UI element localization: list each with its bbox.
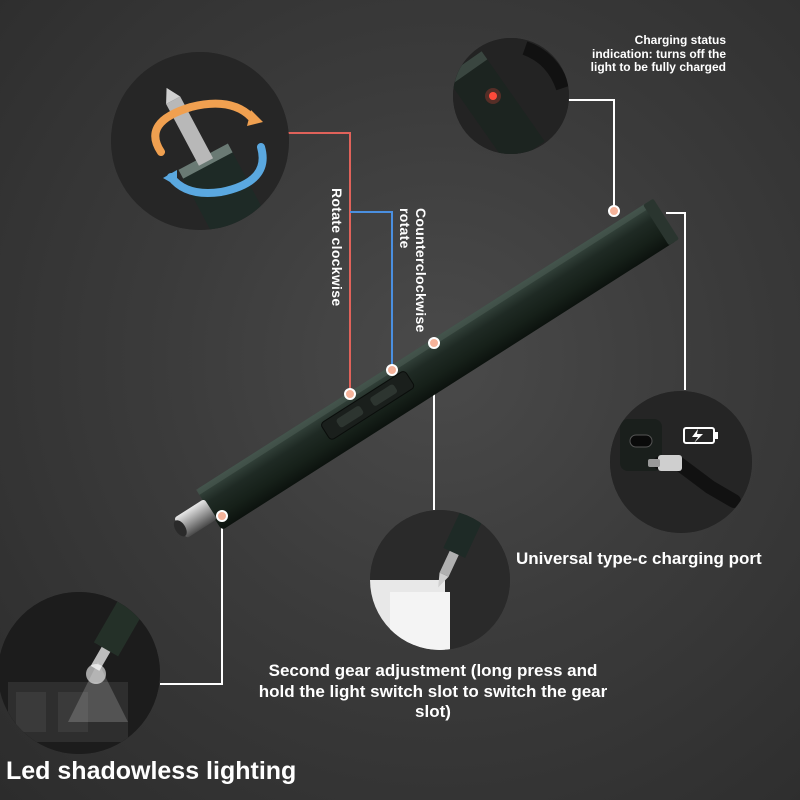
second-gear-circle: [370, 510, 510, 650]
battery-charging-icon: [683, 427, 718, 444]
typec-port-label: Universal type-c charging port: [516, 549, 762, 568]
led-lighting-circle: [0, 592, 160, 754]
counterclockwise-label: Counterclockwise rotate: [397, 208, 429, 333]
charging-status-label: Charging status indication: turns off th…: [590, 33, 726, 74]
clockwise-callout-line: [286, 132, 351, 388]
red-led-icon: [453, 38, 569, 154]
screwdriver-rotation-icon: [111, 52, 289, 230]
precision-tip-icon: [370, 510, 510, 650]
typec-callout-line: [666, 212, 686, 390]
charging-status-callout-line: [566, 99, 615, 210]
second-gear-label: Second gear adjustment (long press and h…: [258, 661, 608, 721]
led-beam-icon: [0, 592, 160, 754]
rotate-clockwise-label: Rotate clockwise: [329, 188, 345, 307]
charging-led-marker: [608, 205, 620, 217]
counterclockwise-button-marker: [386, 364, 398, 376]
clockwise-button-marker: [344, 388, 356, 400]
rotation-detail-circle: [111, 52, 289, 230]
usb-c-cable-icon: [610, 391, 752, 533]
gear-button-marker: [428, 337, 440, 349]
led-lighting-label: Led shadowless lighting: [6, 757, 297, 785]
led-tip-marker: [216, 510, 228, 522]
counterclockwise-callout-line: [350, 211, 393, 370]
led-callout-line: [160, 516, 223, 685]
charging-led-circle: [453, 38, 569, 154]
typec-port-circle: [610, 391, 752, 533]
